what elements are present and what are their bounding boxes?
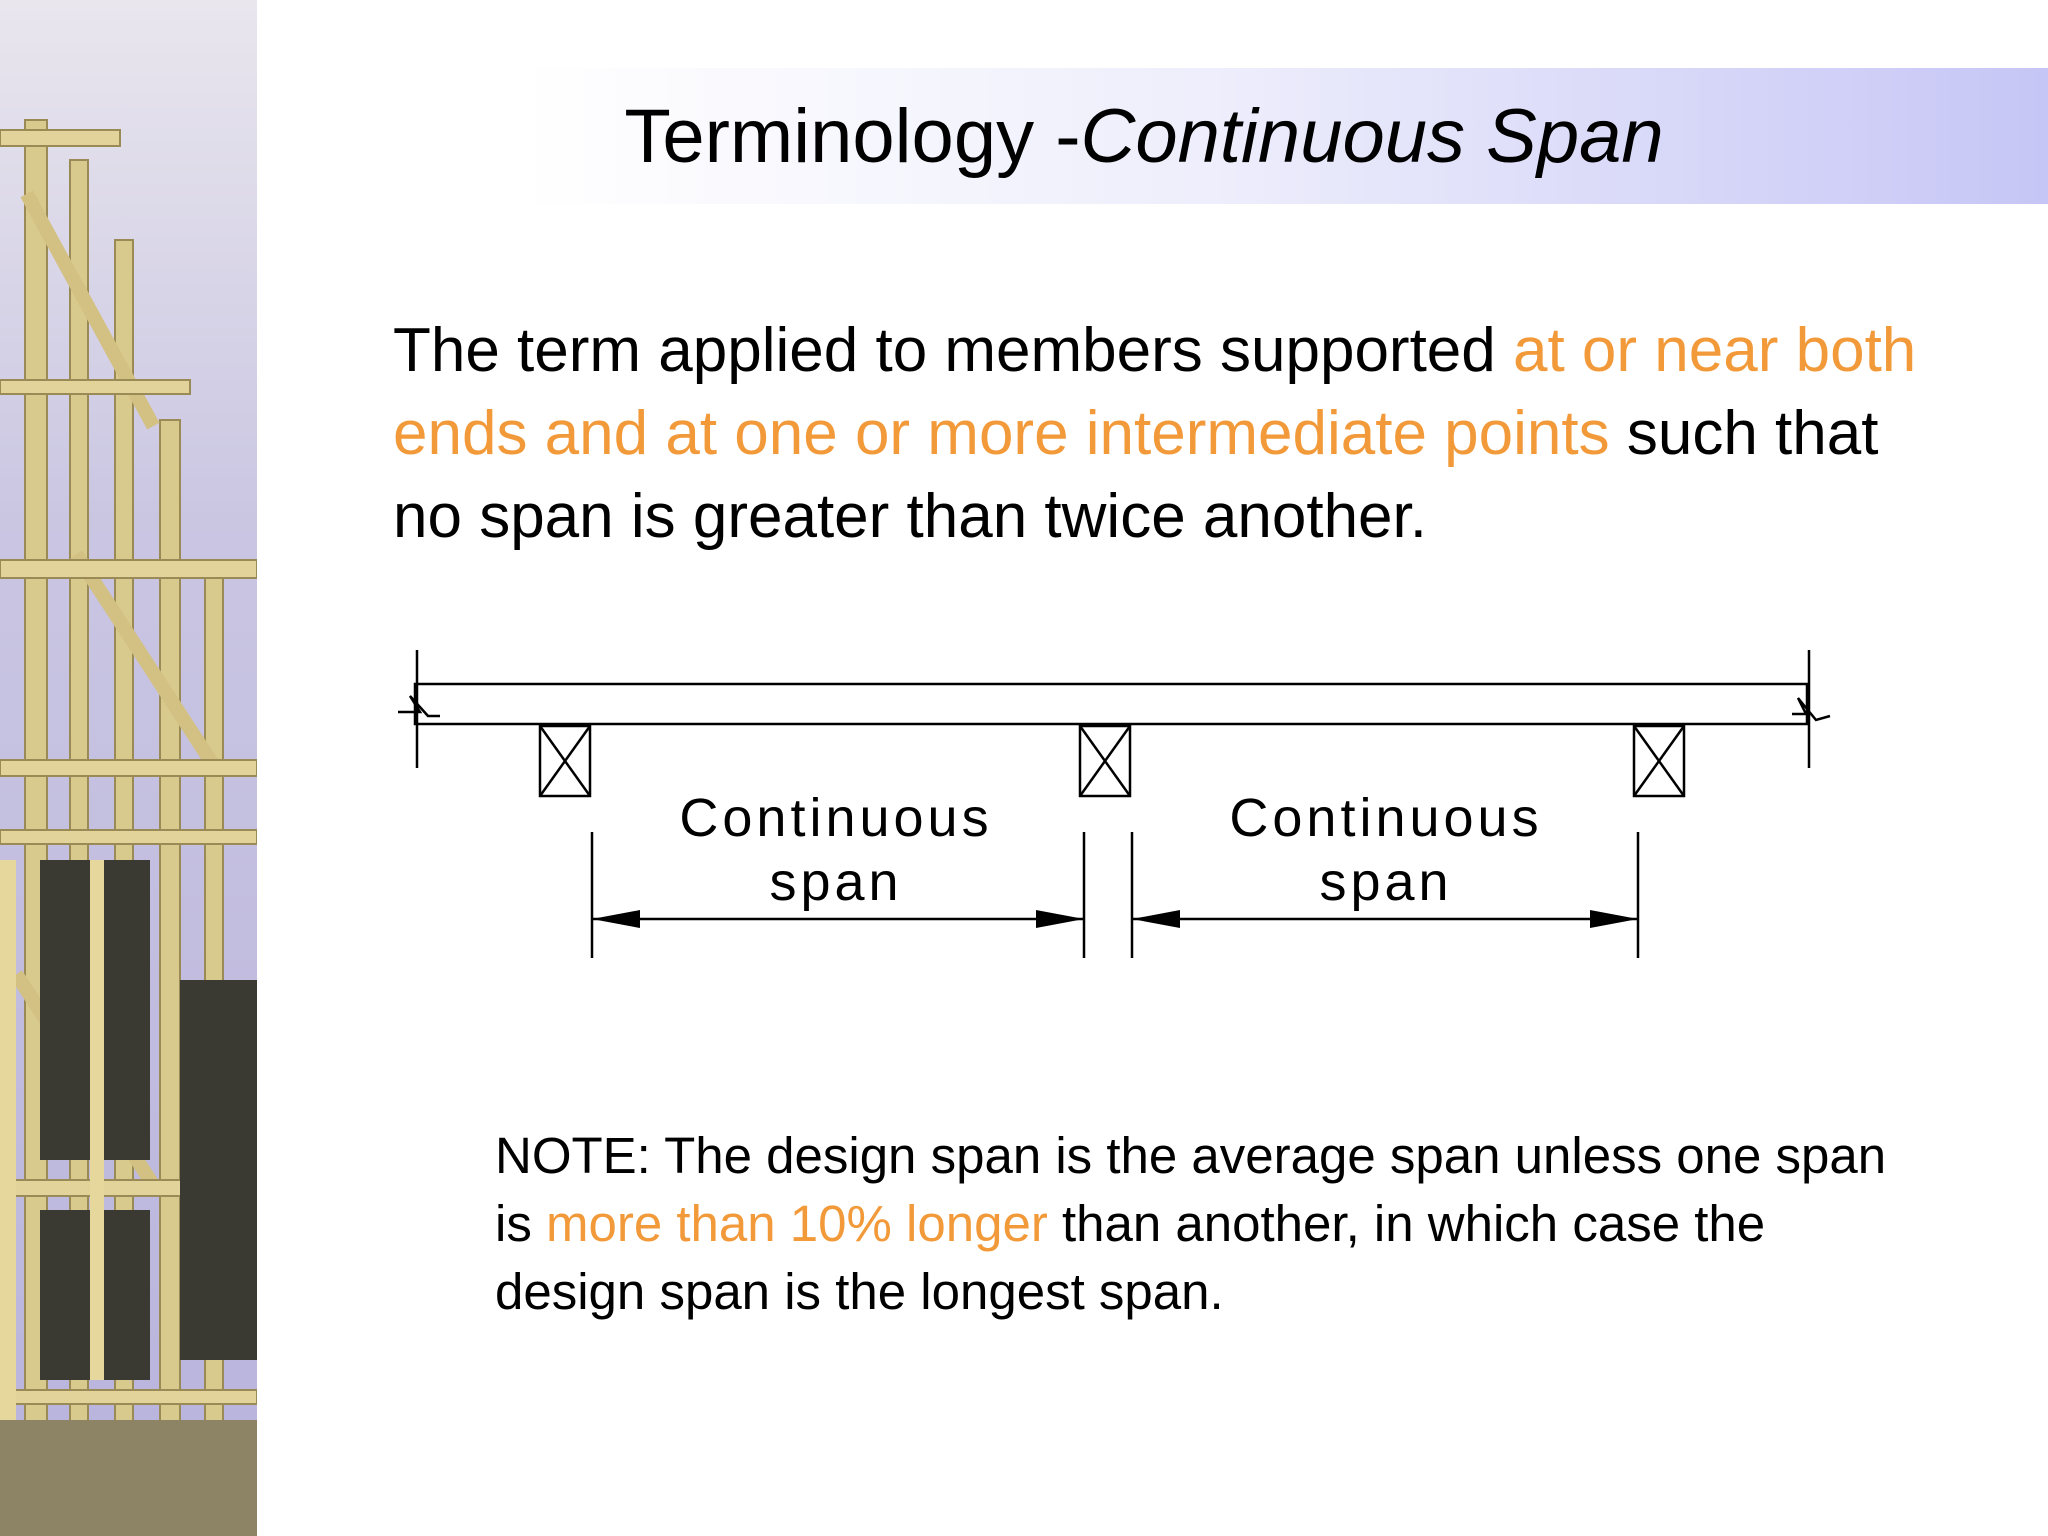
timber-framing-photo bbox=[0, 0, 257, 1536]
support-right bbox=[1632, 724, 1686, 798]
title-italic-text: Continuous Span bbox=[1080, 93, 1664, 179]
note-highlight: more than 10% longer bbox=[546, 1195, 1048, 1252]
arrowhead bbox=[1036, 910, 1084, 928]
beam bbox=[413, 682, 1809, 726]
support-left bbox=[538, 724, 592, 798]
span-label-right-line2: span bbox=[1319, 852, 1452, 912]
definition-text-2: such that no span is greater than twice … bbox=[393, 399, 1879, 551]
definition-paragraph: The term applied to members supported at… bbox=[393, 309, 1953, 558]
title-band bbox=[520, 68, 2048, 204]
definition-highlight: at or near both ends and at one or more … bbox=[393, 316, 1917, 468]
arrowhead bbox=[592, 910, 640, 928]
note-paragraph: NOTE: The design span is the average spa… bbox=[495, 1122, 1895, 1326]
definition-text-1: The term applied to members supported bbox=[393, 316, 1513, 385]
note-text-1: NOTE: The design span is the average spa… bbox=[495, 1127, 1887, 1252]
span-label-right-line1: Continuous bbox=[1229, 788, 1542, 848]
left-break-mark bbox=[398, 695, 440, 718]
title-main-text: Terminology - bbox=[624, 93, 1081, 179]
span-label-left-line1: Continuous bbox=[679, 788, 992, 848]
arrowhead bbox=[1590, 910, 1638, 928]
arrowhead bbox=[1132, 910, 1180, 928]
right-break-mark bbox=[1792, 697, 1831, 722]
span-label-left-line2: span bbox=[769, 852, 902, 912]
note-text-2: than another, in which case the design s… bbox=[495, 1195, 1766, 1320]
support-middle bbox=[1078, 724, 1132, 798]
slide-title: Terminology - Continuous Span bbox=[0, 68, 2048, 204]
